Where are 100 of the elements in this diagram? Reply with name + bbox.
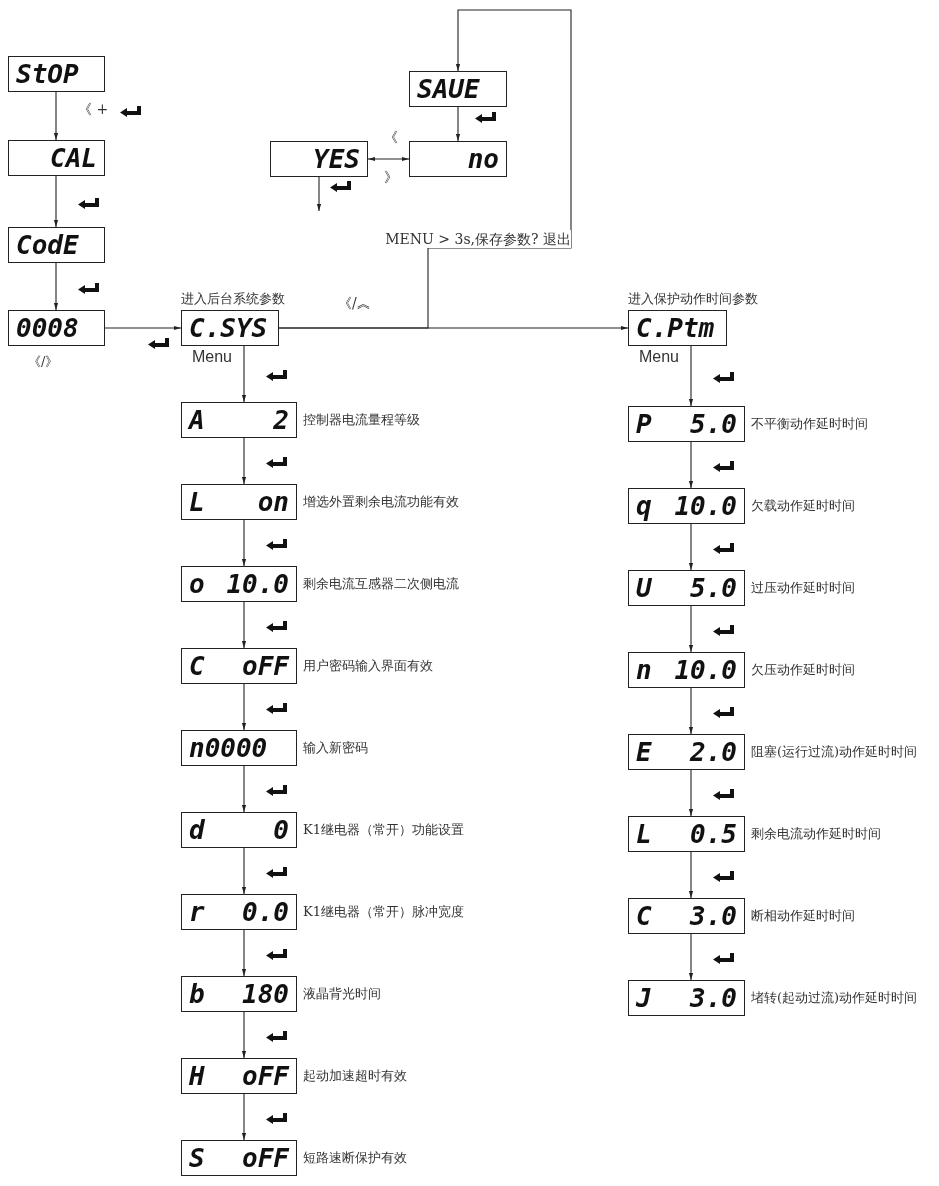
caption-text: 剩余电流互感器二次侧电流 — [303, 576, 459, 592]
arrow — [688, 933, 694, 981]
caption-text: 欠载动作延时时间 — [751, 498, 855, 514]
display-readout: no — [466, 144, 499, 174]
caption-text: 堵转(起动过流)动作延时时间 — [751, 990, 918, 1006]
arrow — [688, 851, 694, 899]
display-readout: r 0.0 — [189, 897, 289, 927]
caption-text: 增选外置剩余电流功能有效 — [303, 494, 459, 510]
display-readout: q 10.0 — [636, 491, 737, 521]
display-box — [409, 71, 507, 107]
display-box — [628, 980, 745, 1016]
display-box — [628, 488, 745, 524]
display-readout: E 2.0 — [636, 737, 737, 767]
arrow — [241, 1093, 247, 1141]
arrow — [278, 9, 572, 329]
display-box — [628, 570, 745, 606]
arrow — [241, 765, 247, 813]
display-readout: C oFF — [189, 651, 289, 681]
display-readout: S oFF — [189, 1143, 289, 1173]
display-readout: A 2 — [189, 405, 289, 435]
display-readout: d 0 — [189, 815, 289, 845]
arrow — [241, 683, 247, 731]
display-readout: n0000 — [189, 733, 269, 763]
arrow — [53, 175, 59, 228]
arrow — [241, 519, 247, 567]
arrow — [104, 325, 182, 331]
caption-text: 短路速断保护有效 — [303, 1150, 407, 1166]
display-box — [181, 310, 279, 346]
display-readout: 0008 — [16, 313, 80, 343]
caption-text: 进入后台系统参数 — [181, 291, 285, 307]
arrow — [241, 1011, 247, 1059]
display-readout: b 180 — [189, 979, 289, 1009]
arrow — [455, 106, 461, 142]
arrow — [688, 441, 694, 489]
display-box — [8, 56, 105, 92]
arrow — [367, 156, 410, 162]
edge-label: MENU > 3s,保存参数? 退出 — [385, 230, 571, 248]
caption-text: 起动加速超时有效 — [303, 1068, 407, 1084]
caption-text: 《/》 — [28, 354, 59, 370]
caption-text: K1继电器（常开）功能设置 — [303, 822, 464, 838]
arrow — [688, 345, 694, 407]
caption-text: 输入新密码 — [303, 740, 368, 756]
display-readout: H oFF — [189, 1061, 289, 1091]
arrow — [241, 601, 247, 649]
display-box — [628, 734, 745, 770]
display-readout: L on — [189, 487, 289, 517]
arrow — [53, 91, 59, 141]
display-readout: CAL — [49, 143, 97, 173]
display-box — [628, 816, 745, 852]
display-readout: SAUE — [417, 74, 481, 104]
display-readout: C.SYS — [189, 313, 269, 343]
caption-text: K1继电器（常开）脉冲宽度 — [303, 904, 464, 920]
display-readout: J 3.0 — [636, 983, 737, 1013]
arrow — [241, 929, 247, 977]
display-box — [181, 566, 297, 602]
display-box — [628, 898, 745, 934]
display-box — [628, 652, 745, 688]
display-readout: YES — [312, 144, 360, 174]
display-box — [181, 402, 297, 438]
display-box — [409, 141, 507, 177]
display-box — [181, 894, 297, 930]
display-box — [8, 310, 105, 346]
caption-text: 不平衡动作延时时间 — [751, 416, 868, 432]
caption-text: 过压动作延时时间 — [751, 580, 855, 596]
display-box — [181, 812, 297, 848]
arrow — [241, 437, 247, 485]
caption-text: 阻塞(运行过流)动作延时时间 — [751, 744, 918, 760]
caption-text: 断相动作延时时间 — [751, 908, 855, 924]
display-box — [181, 648, 297, 684]
display-box — [270, 141, 368, 177]
display-readout: C 3.0 — [636, 901, 737, 931]
display-box — [8, 227, 105, 263]
display-readout: n 10.0 — [636, 655, 737, 685]
display-readout: o 10.0 — [189, 569, 289, 599]
caption-text: 液晶背光时间 — [303, 986, 381, 1002]
display-box — [8, 140, 105, 176]
display-box — [181, 976, 297, 1012]
display-box — [181, 1058, 297, 1094]
display-readout: CodE — [16, 230, 80, 260]
arrow — [316, 176, 322, 212]
display-box — [181, 730, 297, 766]
arrow — [688, 769, 694, 817]
display-readout: U 5.0 — [636, 573, 737, 603]
caption-text: 剩余电流动作延时时间 — [751, 826, 881, 842]
arrow — [688, 687, 694, 735]
caption-text: 控制器电流量程等级 — [303, 412, 420, 428]
display-readout: L 0.5 — [636, 819, 737, 849]
arrow — [53, 262, 59, 311]
display-box — [628, 406, 745, 442]
display-box — [181, 1140, 297, 1176]
arrow — [688, 605, 694, 653]
display-readout: C.Ptm — [636, 313, 716, 343]
caption-text: 进入保护动作时间参数 — [628, 291, 758, 307]
display-readout: StOP — [16, 59, 80, 89]
arrow — [241, 345, 247, 403]
caption-text: 欠压动作延时时间 — [751, 662, 855, 678]
caption-text: 用户密码输入界面有效 — [303, 658, 433, 674]
arrow — [241, 847, 247, 895]
display-box — [628, 310, 727, 346]
display-readout: P 5.0 — [636, 409, 737, 439]
